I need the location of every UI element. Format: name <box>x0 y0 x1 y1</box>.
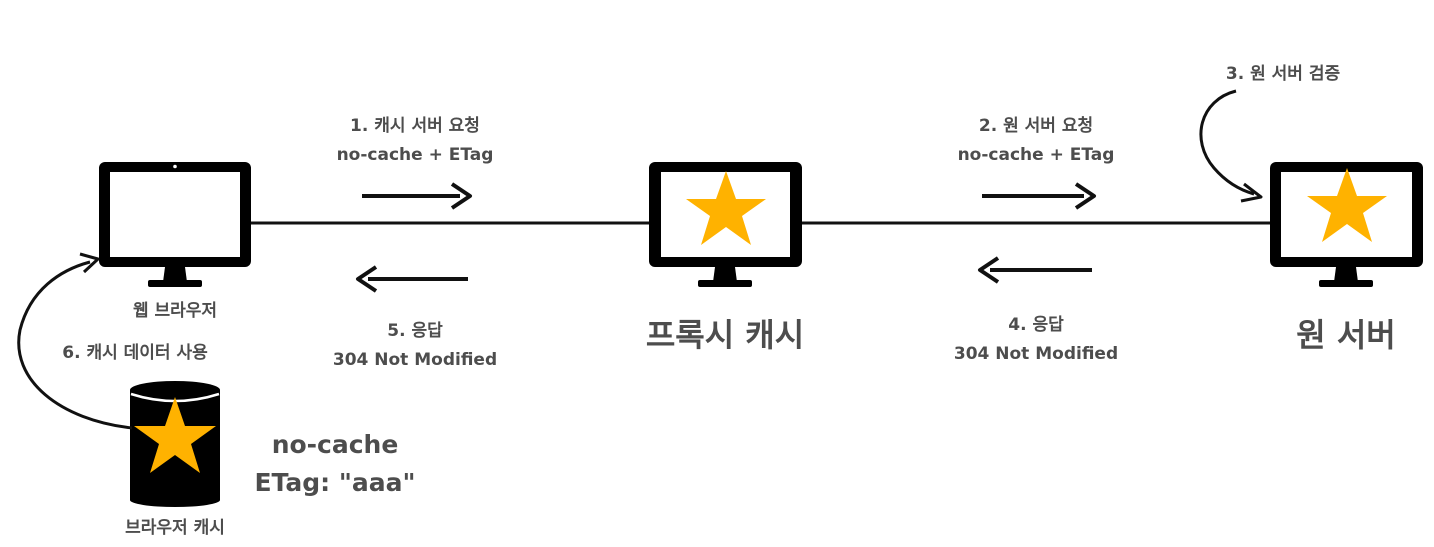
star-icon <box>686 171 766 245</box>
step4-title: 4. 응답 <box>1008 315 1064 335</box>
browser-cache-label: 브라우저 캐시 <box>125 518 225 538</box>
cache-header-etag: ETag: "aaa" <box>254 468 416 497</box>
arrow-step4-response <box>978 256 1092 284</box>
arrow-step2-request <box>982 182 1096 210</box>
step2-label: 2. 원 서버 요청 no-cache + ETag <box>921 112 1151 170</box>
arrow-step1-request <box>362 182 472 210</box>
step3-title: 3. 원 서버 검증 <box>1225 64 1341 84</box>
browser-cache-database-icon <box>130 381 220 507</box>
step4-label: 4. 응답 304 Not Modified <box>921 311 1151 369</box>
step5-detail: 304 Not Modified <box>332 350 498 370</box>
proxy-cache-label: 프록시 캐시 <box>645 316 805 354</box>
step6-title: 6. 캐시 데이터 사용 <box>62 343 208 363</box>
star-icon <box>1307 168 1387 242</box>
origin-server-monitor-icon <box>1270 162 1423 287</box>
arrow-step5-response <box>356 265 468 293</box>
step6-label: 6. 캐시 데이터 사용 <box>30 339 240 368</box>
browser-monitor-icon <box>99 162 251 287</box>
step1-title: 1. 캐시 서버 요청 <box>350 116 480 136</box>
step3-label: 3. 원 서버 검증 <box>1200 60 1366 89</box>
step5-title: 5. 응답 <box>387 321 443 341</box>
step2-title: 2. 원 서버 요청 <box>978 116 1094 136</box>
cache-headers: no-cache ETag: "aaa" <box>235 426 435 502</box>
step1-label: 1. 캐시 서버 요청 no-cache + ETag <box>300 112 530 170</box>
step2-detail: no-cache + ETag <box>957 145 1115 165</box>
browser-label: 웹 브라우저 <box>132 301 218 321</box>
step1-detail: no-cache + ETag <box>336 145 494 165</box>
cache-header-no-cache: no-cache <box>271 430 399 459</box>
step4-detail: 304 Not Modified <box>953 344 1119 364</box>
star-icon <box>134 397 216 473</box>
origin-server-label: 원 서버 <box>1296 316 1396 354</box>
proxy-monitor-icon <box>649 162 802 287</box>
step5-label: 5. 응답 304 Not Modified <box>300 317 530 375</box>
arrow-step3-validate <box>1199 89 1263 203</box>
arrow-step6-use-cache <box>17 252 133 430</box>
